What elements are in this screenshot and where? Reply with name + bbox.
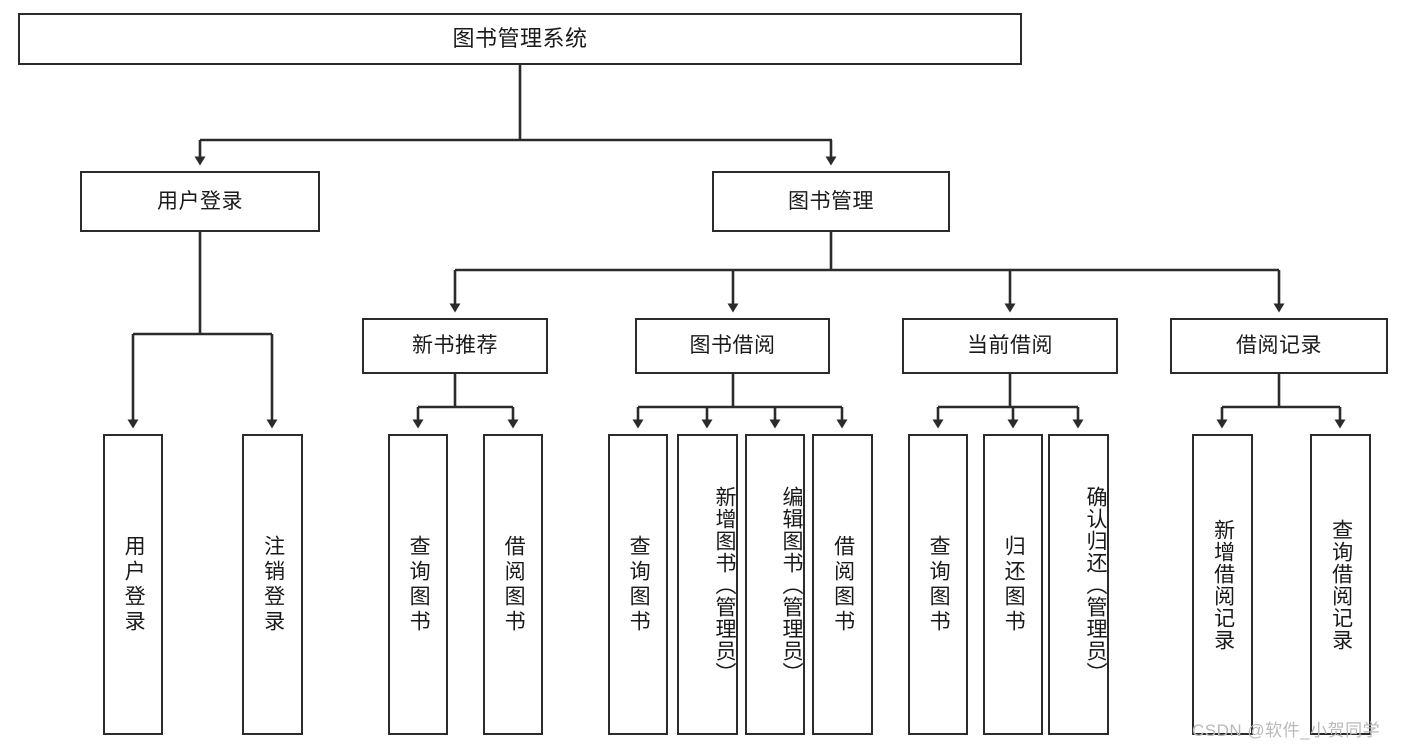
node-leaf-borrow-book[interactable]: 借阅图书 [812, 434, 873, 735]
node-current-borrow[interactable]: 当前借阅 [902, 318, 1118, 374]
watermark-text: CSDN @软件_小贺同学 [1192, 721, 1381, 740]
node-leaf-query-book-recommend[interactable]: 查询图书 [388, 434, 448, 735]
node-label: 注销登录 [261, 534, 285, 635]
node-label: 图书借阅 [689, 334, 776, 358]
node-label: 当前借阅 [967, 334, 1053, 358]
node-user-login[interactable]: 用户登录 [80, 171, 320, 232]
node-label: 查询图书 [927, 534, 951, 635]
node-leaf-query-book-borrow[interactable]: 查询图书 [608, 434, 668, 735]
node-label: 确认归还（管理员） [1084, 485, 1107, 684]
node-label: 新增借阅记录 [1211, 518, 1235, 651]
node-leaf-add-book-admin[interactable]: 新增图书（管理员） [677, 434, 738, 735]
node-leaf-query-borrow-record[interactable]: 查询借阅记录 [1310, 434, 1371, 735]
node-label: 编辑图书（管理员） [780, 485, 803, 684]
node-label: 借阅记录 [1236, 334, 1322, 358]
node-label: 查询借阅记录 [1329, 518, 1353, 651]
node-leaf-user-login[interactable]: 用户登录 [103, 434, 163, 735]
node-root-book-management-system[interactable]: 图书管理系统 [18, 13, 1022, 65]
node-leaf-confirm-return-admin[interactable]: 确认归还（管理员） [1048, 434, 1109, 735]
node-leaf-return-book[interactable]: 归还图书 [983, 434, 1043, 735]
node-leaf-query-book-current[interactable]: 查询图书 [908, 434, 968, 735]
node-leaf-user-logout[interactable]: 注销登录 [242, 434, 303, 735]
node-label: 图书管理系统 [452, 25, 588, 51]
node-label: 查询图书 [627, 534, 651, 635]
node-label: 图书管理 [788, 189, 874, 213]
node-leaf-edit-book-admin[interactable]: 编辑图书（管理员） [745, 434, 805, 735]
node-book-management[interactable]: 图书管理 [712, 171, 950, 232]
node-borrow-record[interactable]: 借阅记录 [1170, 318, 1388, 374]
node-book-borrow[interactable]: 图书借阅 [635, 318, 830, 374]
node-leaf-borrow-book-recommend[interactable]: 借阅图书 [483, 434, 543, 735]
node-label: 归还图书 [1002, 534, 1026, 635]
node-label: 用户登录 [157, 189, 243, 213]
node-new-book-recommend[interactable]: 新书推荐 [362, 318, 548, 374]
node-label: 查询图书 [407, 534, 431, 635]
node-label: 新增图书（管理员） [713, 485, 736, 684]
node-label: 用户登录 [122, 534, 146, 635]
node-label: 借阅图书 [831, 534, 855, 635]
node-label: 借阅图书 [502, 534, 526, 635]
node-label: 新书推荐 [412, 334, 498, 358]
node-leaf-add-borrow-record[interactable]: 新增借阅记录 [1192, 434, 1253, 735]
